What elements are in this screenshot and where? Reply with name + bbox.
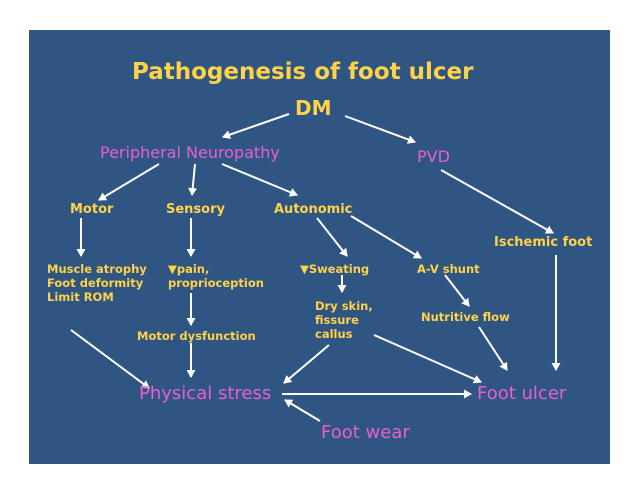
node-autonomic: Autonomic [274,202,353,217]
arrow-neuropathy-to-autonomic [221,163,298,197]
node-ischemic-foot: Ischemic foot [494,235,593,250]
node-dry-skin-block: Dry skin, fissure callus [315,299,373,341]
node-physical-stress: Physical stress [139,383,272,404]
arrow-nutritive-to-footulcer [478,326,508,371]
arrow-pvd-to-ischemic [440,169,554,234]
arrow-footwear-to-physical [284,399,321,422]
text-callus: callus [315,326,353,341]
slide: Pathogenesis of foot ulcer DM Peripheral… [29,30,610,464]
arrow-neuropathy-to-motor [98,163,160,201]
arrow-autonomic-to-avshunt [350,215,422,259]
node-foot-ulcer: Foot ulcer [477,383,567,404]
text-proprioception: proprioception [168,275,264,290]
slide-title: Pathogenesis of foot ulcer [132,59,474,85]
arrows-layer [70,113,561,422]
node-av-shunt: A-V shunt [417,262,480,276]
node-sweating: ▼Sweating [300,262,370,276]
text-limit-rom: Limit ROM [47,289,114,304]
arrow-avshunt-to-nutritive [444,274,470,307]
arrow-dm-to-neuropathy [222,113,290,139]
node-pvd: PVD [417,147,450,166]
node-nutritive-flow: Nutritive flow [421,310,510,324]
arrow-dm-to-pvd [344,115,416,144]
text-muscle-atrophy: Muscle atrophy [47,262,147,276]
arrow-dryskin-to-physical [283,344,330,384]
arrow-muscle-to-physical [70,329,150,389]
arrow-autonomic-to-sweating [316,217,348,257]
text-foot-deformity: Foot deformity [47,275,144,290]
node-pain-block: ▼pain, proprioception [168,262,264,291]
text-fissure: fissure [315,312,359,327]
node-peripheral-neuropathy: Peripheral Neuropathy [100,143,280,162]
text-pain: ▼pain, [168,262,210,276]
node-muscle-atrophy-block: Muscle atrophy Foot deformity Limit ROM [47,262,147,304]
arrow-dryskin-to-footulcer [373,334,482,384]
node-dm: DM [295,96,332,120]
arrow-neuropathy-to-sensory [188,163,198,196]
node-sensory: Sensory [166,202,225,217]
text-dry-skin: Dry skin, [315,299,373,313]
node-motor-dysfunction: Motor dysfunction [137,329,256,343]
node-foot-wear: Foot wear [321,422,410,443]
node-motor: Motor [70,202,114,217]
